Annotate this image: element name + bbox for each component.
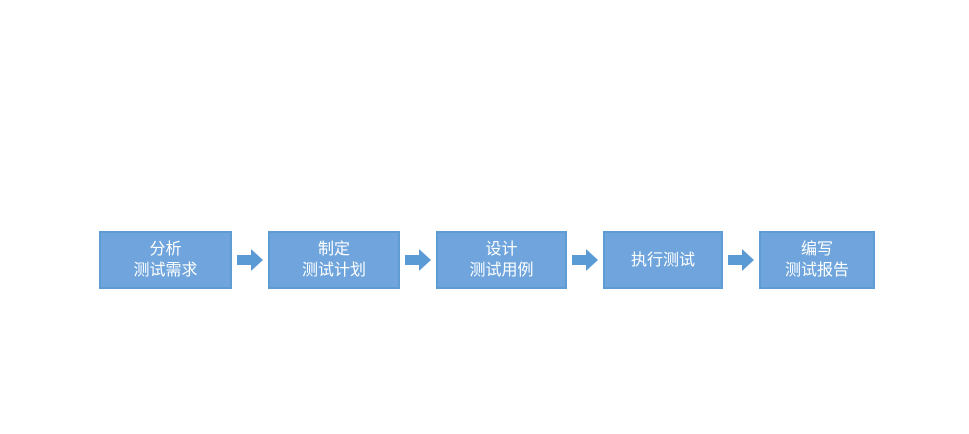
flow-step-make-test-plan: 制定 测试计划: [268, 231, 400, 289]
flow-step-label-line: 分析: [149, 241, 182, 258]
flow-step-label-line: 制定: [317, 241, 350, 258]
arrow-stem: [572, 255, 586, 265]
flow-step-label-line: 测试计划: [301, 262, 366, 279]
flow-step-label-line: 测试用例: [469, 262, 534, 279]
flow-step-write-test-report: 编写 测试报告: [759, 231, 875, 289]
arrow-stem: [237, 255, 251, 265]
flow-step-label-line: 测试报告: [784, 262, 849, 279]
flow-step-design-test-cases: 设计 测试用例: [436, 231, 567, 289]
arrow-right-icon: [572, 249, 598, 271]
arrow-head: [251, 249, 263, 271]
arrow-right-icon: [237, 249, 263, 271]
arrow-head: [742, 249, 754, 271]
arrow-stem: [405, 255, 419, 265]
flow-step-label-line: 编写: [800, 241, 833, 258]
flow-step-label-line: 执行测试: [630, 251, 695, 269]
flow-step-label-line: 测试需求: [133, 262, 198, 279]
arrow-right-icon: [728, 249, 754, 271]
flow-step-label-line: 设计: [485, 241, 518, 258]
process-flow-diagram: 分析 测试需求 制定 测试计划 设计 测试用例 执行测试 编写 测试报告: [99, 231, 875, 289]
flow-step-analyze-requirements: 分析 测试需求: [99, 231, 232, 289]
flow-step-execute-tests: 执行测试: [603, 231, 723, 289]
arrow-stem: [728, 255, 742, 265]
arrow-head: [586, 249, 598, 271]
arrow-right-icon: [405, 249, 431, 271]
arrow-head: [419, 249, 431, 271]
